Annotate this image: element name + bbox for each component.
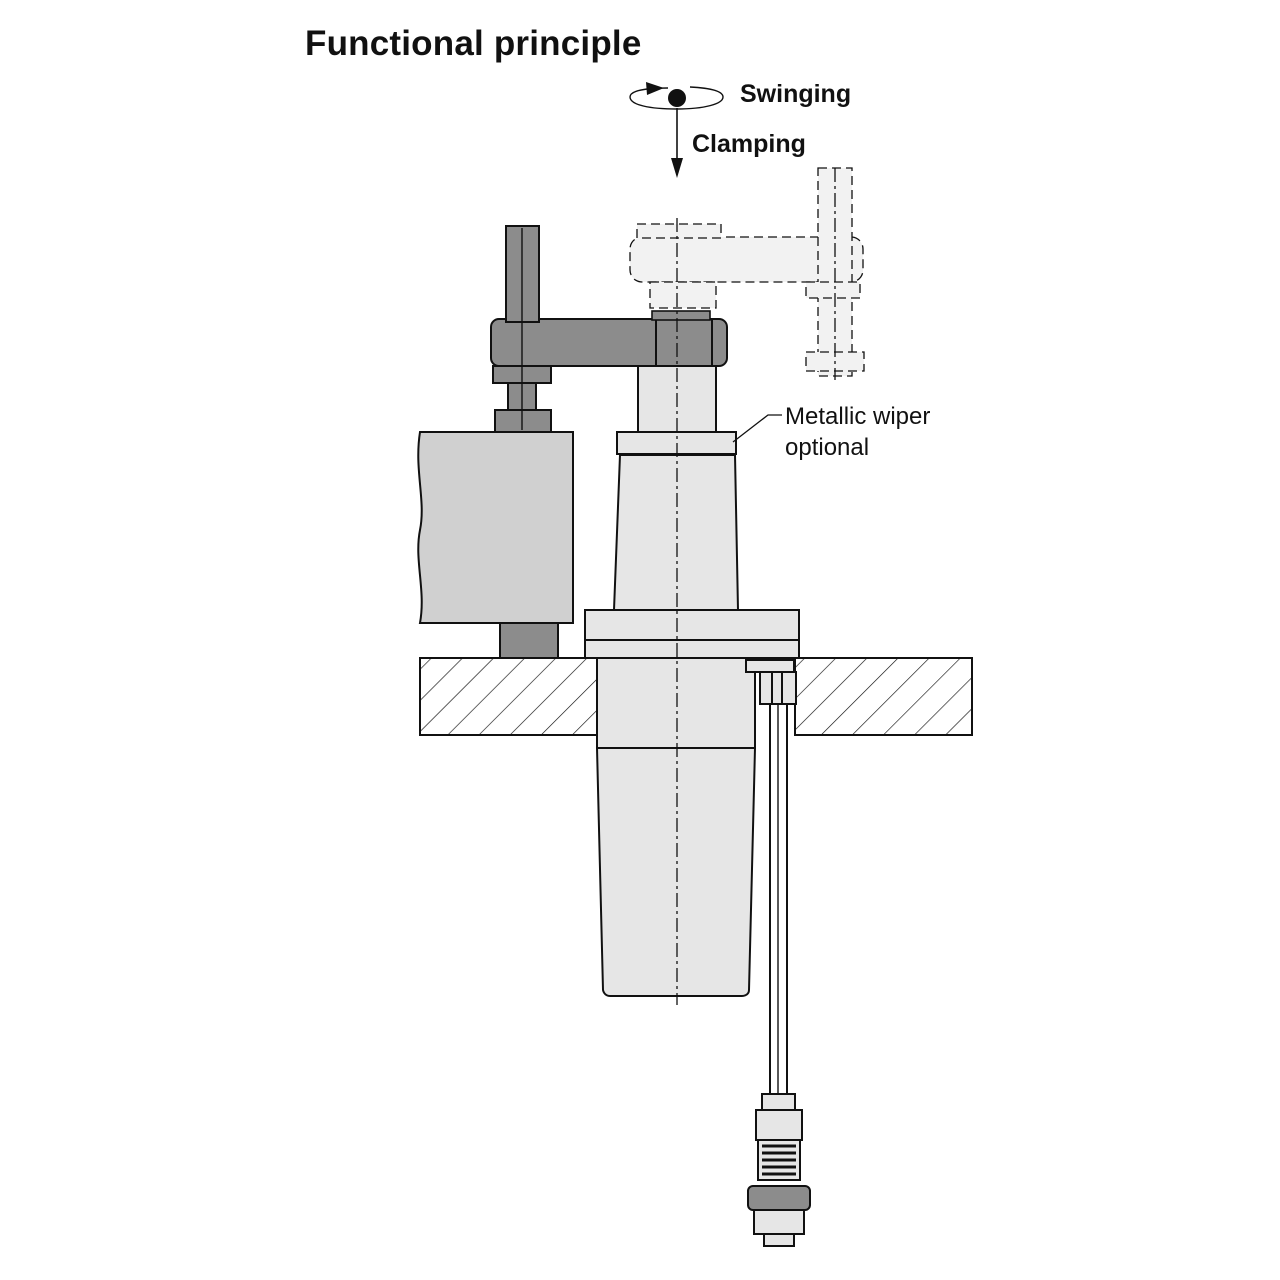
clamping-label: Clamping [692, 130, 806, 158]
arm-swung-position [629, 167, 865, 380]
wiper-leader-line [732, 414, 782, 443]
clamping-screw [492, 225, 552, 433]
pivot-dot [668, 89, 686, 107]
swinging-label: Swinging [740, 80, 852, 108]
metallic-wiper-label-line1: Metallic wiper [785, 403, 931, 430]
support-block [499, 622, 559, 659]
connector-plug-icon [747, 1093, 811, 1247]
metallic-wiper-label-line2: optional [785, 434, 870, 461]
base-plate [419, 657, 973, 736]
clamping-arrow-icon [671, 108, 683, 178]
swing-direction-icon [629, 82, 724, 110]
clamp-body [584, 365, 800, 997]
workpiece [417, 431, 574, 624]
swing-arrowhead [646, 82, 664, 95]
clamp-arm [490, 310, 728, 367]
metallic-wiper-label: Metallic wiper optional [785, 401, 930, 463]
sensor-cable [745, 659, 797, 1095]
page-title: Functional principle [305, 24, 642, 63]
